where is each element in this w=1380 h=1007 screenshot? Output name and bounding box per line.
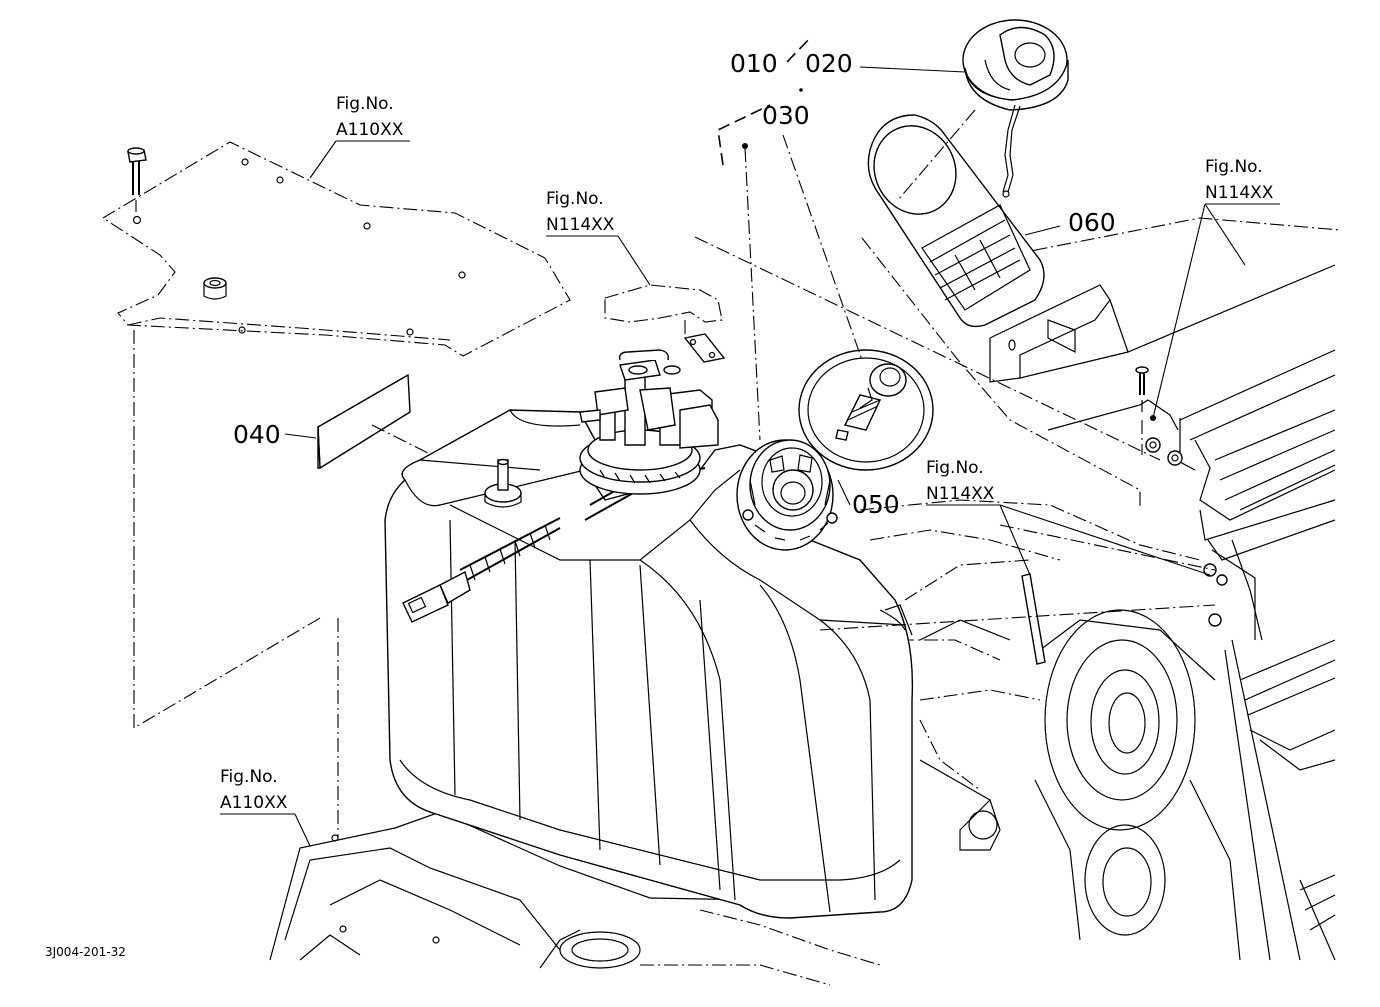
callout-050: 050 (852, 490, 900, 519)
strainer-disc (798, 349, 934, 471)
group-bracket (717, 35, 813, 166)
fig-ref-number: N114XX (546, 215, 615, 235)
dip-rod (1021, 573, 1046, 665)
fig-ref-number: A110XX (220, 793, 288, 813)
fig-ref-number: N114XX (1205, 183, 1274, 203)
vent-nipple (484, 458, 522, 508)
assembly-line (133, 330, 321, 729)
leader-dot (742, 143, 748, 149)
fig-ref-label: Fig.No. (1205, 157, 1263, 177)
fuel-cap (962, 19, 1069, 198)
callout-010: 010 (730, 49, 778, 78)
bolt-icon (127, 147, 147, 212)
fig-ref-label: Fig.No. (546, 189, 604, 209)
floor-plate (101, 141, 571, 357)
drawing-code: 3J004-201-32 (45, 945, 126, 959)
foam-pad (317, 373, 411, 470)
callout-060: 060 (1068, 208, 1116, 237)
filler-neck (736, 439, 838, 551)
fig-ref-number: A110XX (336, 120, 404, 140)
fig-ref-number: N114XX (926, 484, 995, 504)
fig-ref-label: Fig.No. (220, 767, 278, 787)
leader-dot (799, 88, 803, 92)
part-callouts: 010 020 030 040 050 060 (233, 49, 1116, 519)
wheel-well (919, 609, 1241, 961)
screw-icon (1135, 366, 1149, 412)
assembly-lines (744, 109, 1216, 631)
fuel-pump-unit (579, 349, 719, 495)
leader-lines (220, 66, 1280, 847)
callout-040: 040 (233, 420, 281, 449)
callout-030: 030 (762, 101, 810, 130)
fuel-label (867, 114, 1045, 328)
figure-refs: Fig.No. A110XX Fig.No. N114XX Fig.No. N1… (220, 94, 1274, 813)
right-chassis (694, 217, 1341, 961)
callout-020: 020 (805, 49, 853, 78)
fig-ref-label: Fig.No. (336, 94, 394, 114)
fig-ref-label: Fig.No. (926, 458, 984, 478)
mount-bracket (604, 284, 726, 363)
